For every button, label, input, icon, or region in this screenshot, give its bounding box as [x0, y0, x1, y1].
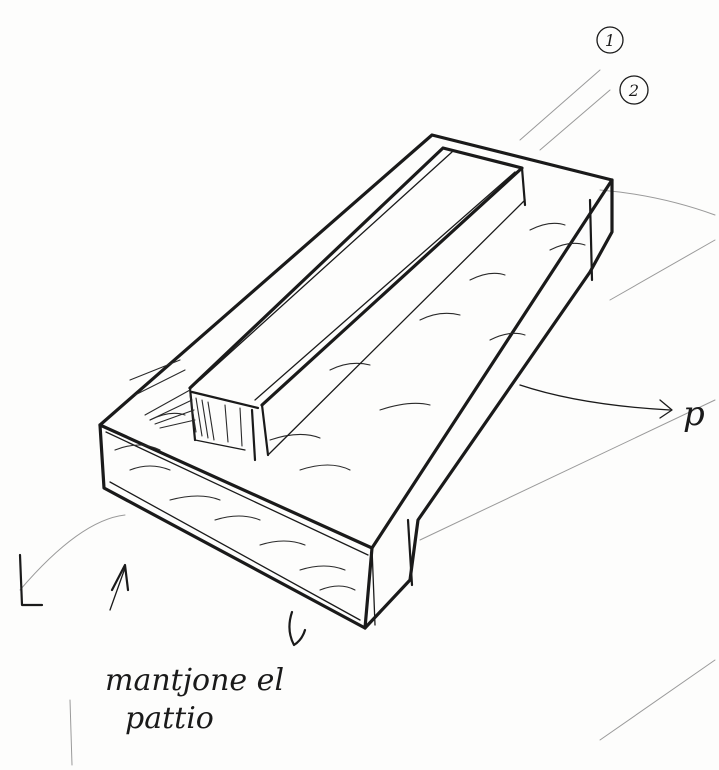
construction-lines — [19, 69, 716, 766]
marker-1-label: 1 — [605, 31, 615, 50]
arrow-label-right: p — [683, 394, 705, 434]
raised-channel — [129, 146, 527, 462]
marker-2-label: 2 — [628, 81, 639, 100]
slab-block — [98, 133, 614, 630]
up-arrow — [110, 563, 130, 592]
marker-2: 2 — [619, 75, 649, 105]
marker-1: 1 — [596, 26, 624, 54]
top-face-shading — [149, 222, 586, 471]
note-line-1: mantjone el — [105, 663, 284, 698]
front-face-shading — [114, 444, 356, 591]
note-arrow — [288, 610, 307, 647]
right-arrow — [519, 384, 671, 411]
note-line-2: pattio — [125, 701, 214, 736]
annotation-arrows — [18, 384, 673, 647]
left-arrow — [18, 553, 44, 607]
